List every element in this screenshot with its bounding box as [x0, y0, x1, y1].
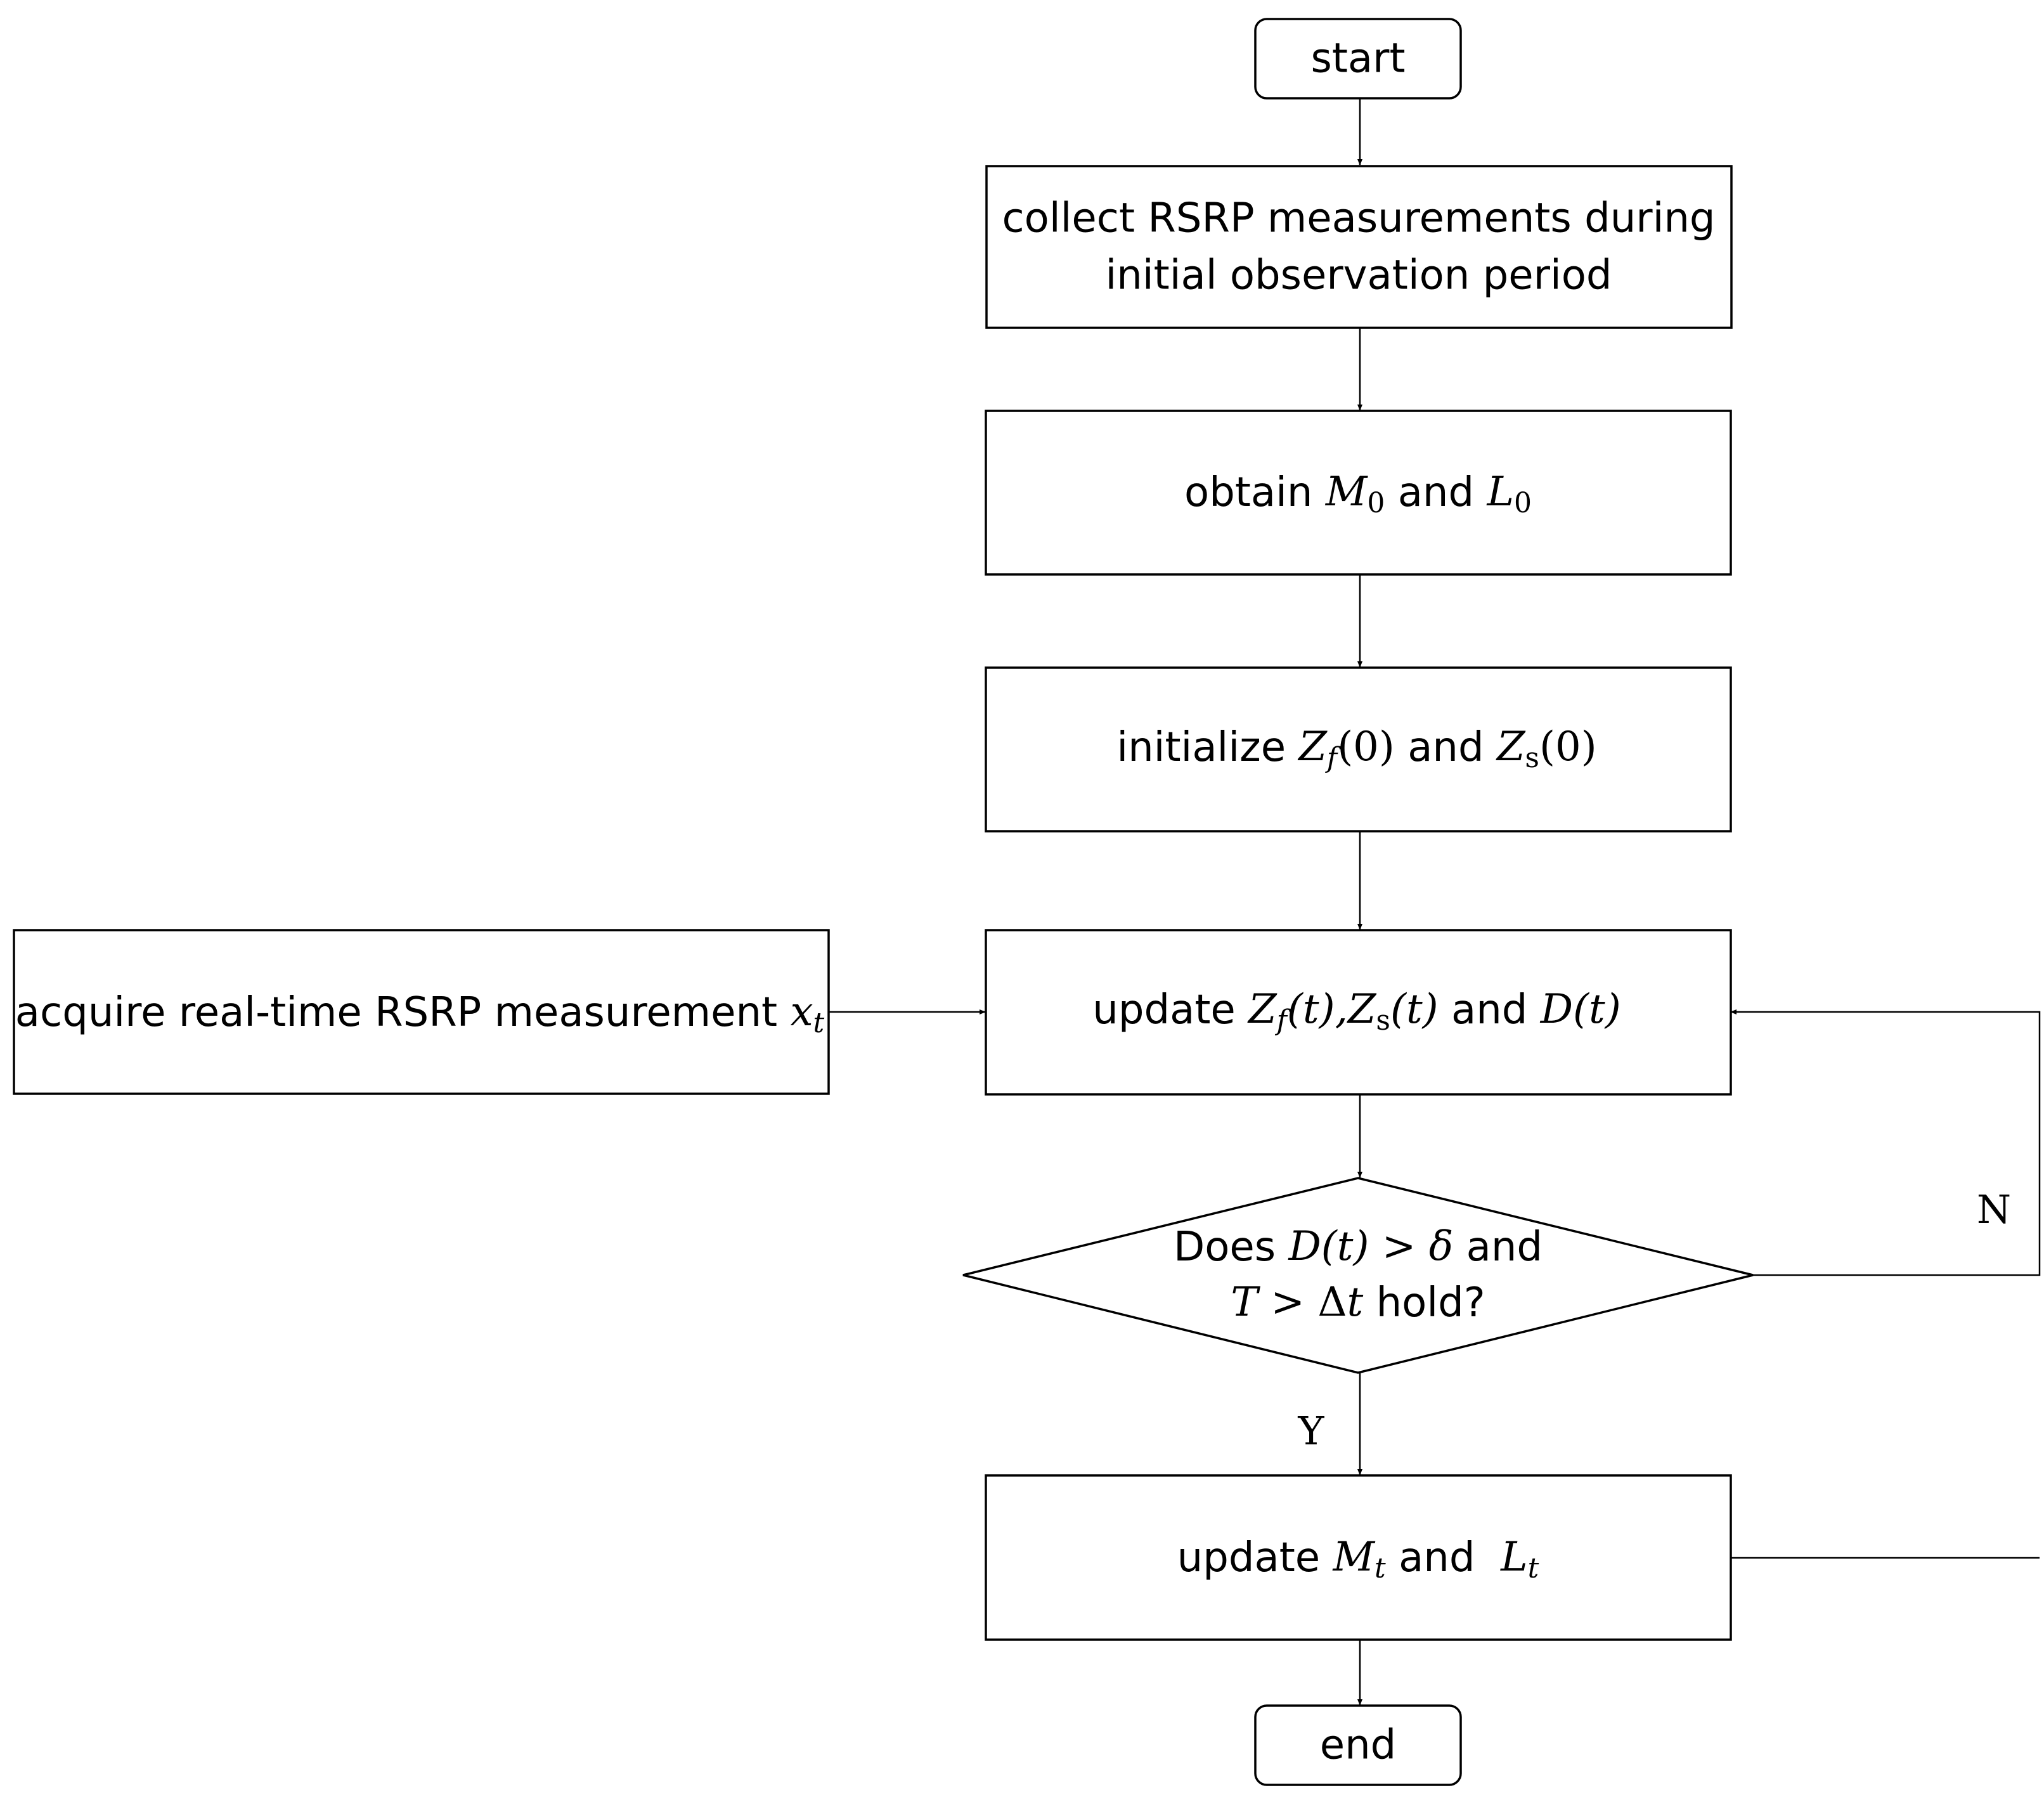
zs-argument: (t)	[1390, 986, 1439, 1033]
initialize-node: initialize Zf(0) and Zs(0)	[985, 666, 1732, 833]
update-zd-label: update Zf(t),Zs(t) and D(t)	[1092, 986, 1620, 1037]
end-node: end	[1254, 1704, 1462, 1786]
update-ml-node: update Mt and Lt	[985, 1474, 1732, 1641]
update-ml-label: update Mt and Lt	[1177, 1534, 1539, 1584]
d-argument: (t)	[1573, 986, 1621, 1033]
obtain-label: obtain M0 and L0	[1184, 469, 1532, 519]
decision-line2: T > Δt hold?	[1231, 1279, 1485, 1326]
d-symbol: D	[1288, 1223, 1321, 1270]
decision-node: Does D(t) > δ and T > Δt hold?	[962, 1177, 1754, 1374]
start-node: start	[1254, 18, 1462, 100]
l-subscript: 0	[1514, 487, 1532, 519]
and-text: and	[1385, 469, 1487, 516]
zs-argument: (0)	[1539, 723, 1597, 770]
and-text: and	[1439, 987, 1541, 1034]
zs-symbol: Z	[1496, 723, 1526, 770]
collect-node: collect RSRP measurements during initial…	[985, 165, 1733, 329]
update-zd-node: update Zf(t),Zs(t) and D(t)	[985, 929, 1732, 1096]
acquire-node: acquire real-time RSRP measurement xt	[13, 929, 830, 1095]
zf-argument: (0)	[1337, 723, 1395, 770]
m-symbol: M	[1333, 1534, 1376, 1581]
m-subscript: t	[1375, 1552, 1386, 1584]
and-text: and	[1395, 724, 1497, 771]
decision-line1: Does D(t) > δ and	[1174, 1223, 1543, 1271]
acquire-text: acquire real-time RSRP measurement	[15, 989, 791, 1036]
m-symbol: M	[1325, 469, 1368, 515]
yes-label: Y	[1298, 1408, 1325, 1454]
update-text: update	[1092, 987, 1248, 1034]
l-symbol: L	[1486, 469, 1514, 515]
end-label: end	[1320, 1722, 1397, 1769]
and-text: and	[1386, 1534, 1501, 1581]
start-label: start	[1310, 36, 1405, 82]
collect-line1: collect RSRP measurements during	[1002, 195, 1715, 242]
zs-subscript: s	[1525, 742, 1539, 774]
x-symbol: x	[790, 988, 813, 1035]
and-text: and	[1453, 1224, 1543, 1271]
acquire-label: acquire real-time RSRP measurement xt	[15, 988, 825, 1039]
does-text: Does	[1174, 1224, 1289, 1271]
edges	[829, 98, 2041, 1706]
hold-text: hold?	[1363, 1280, 1485, 1326]
l-symbol: L	[1500, 1534, 1528, 1581]
delta-t-symbol: t	[1347, 1279, 1364, 1326]
zf-argument: (t),	[1287, 986, 1348, 1033]
edge-decision-no-loop	[1730, 1009, 2041, 1276]
collect-line2: initial observation period	[1105, 252, 1612, 299]
no-label: N	[1977, 1186, 2011, 1233]
zs-symbol: Z	[1347, 986, 1377, 1033]
l-subscript: t	[1528, 1552, 1539, 1584]
d-condition: (t) > δ	[1321, 1223, 1454, 1270]
obtain-text: obtain	[1184, 469, 1326, 516]
zf-symbol: Z	[1297, 723, 1328, 770]
x-subscript: t	[813, 1007, 825, 1039]
initialize-text: initialize	[1116, 724, 1298, 771]
d-symbol: D	[1540, 986, 1573, 1033]
t-symbol: T	[1231, 1279, 1260, 1326]
zf-symbol: Z	[1247, 986, 1278, 1033]
update-text: update	[1177, 1534, 1333, 1581]
zs-subscript: s	[1376, 1004, 1390, 1037]
initialize-label: initialize Zf(0) and Zs(0)	[1116, 723, 1596, 774]
m-subscript: 0	[1367, 487, 1385, 519]
obtain-node: obtain M0 and L0	[985, 410, 1732, 576]
greater-delta: > Δ	[1258, 1279, 1347, 1326]
